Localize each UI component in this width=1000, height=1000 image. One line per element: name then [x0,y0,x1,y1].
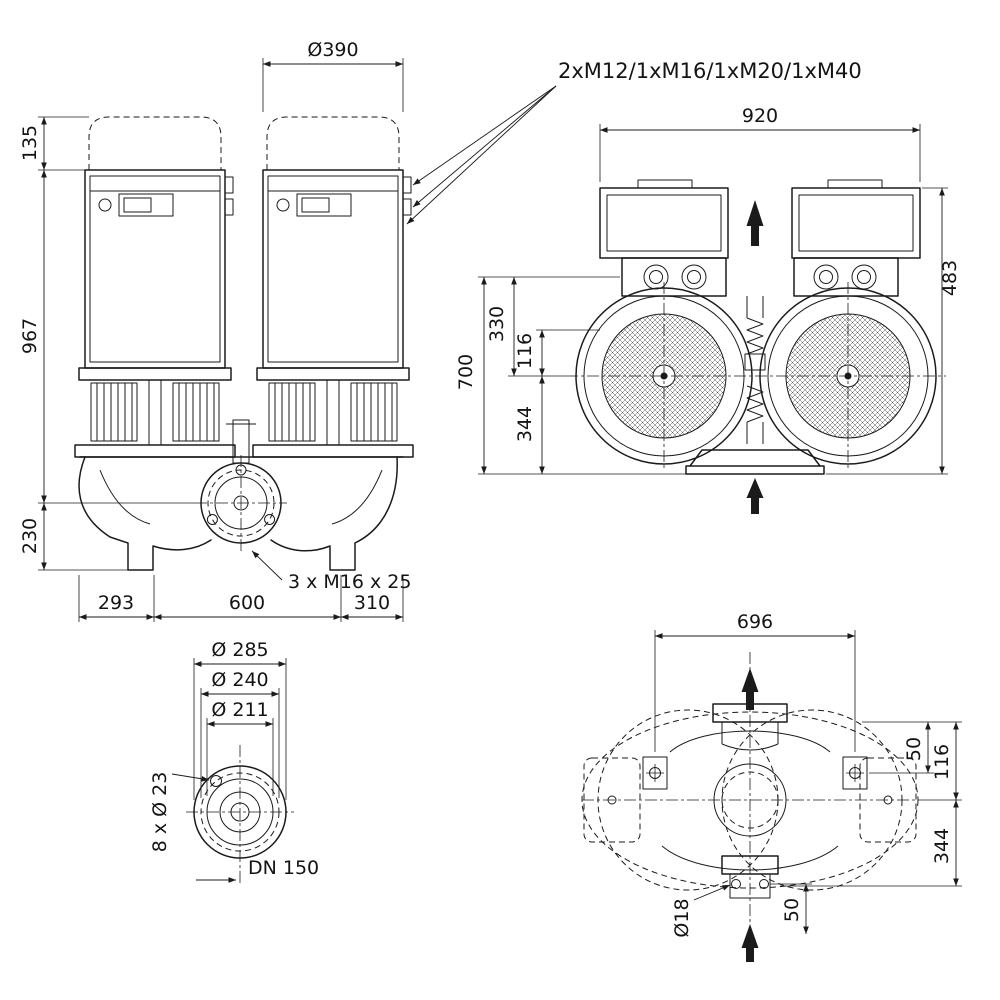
dim-label-240: Ø 240 [211,669,268,691]
callout-flange-bolts: 3 x M16 x 25 [251,550,411,593]
center-valve-column [744,296,766,444]
motor-left [74,116,236,458]
dim-label-116-plan: 116 [931,744,953,780]
flow-arrow-plan-top [741,668,759,710]
dim-label-700: 700 [455,354,477,390]
label-dn150: DN 150 [248,857,319,879]
dim-label-483: 483 [939,260,961,296]
front-view: Ø390 135 967 230 293 600 310 [19,39,862,622]
flange-detail-view: Ø 285 Ø 240 Ø 211 8 x Ø 23 DN 150 [149,639,319,884]
side-view: 920 483 700 330 116 344 [455,105,961,514]
dim-label-O18: Ø18 [671,898,693,937]
terminal-box-right [791,179,921,297]
dim-label-390: Ø390 [307,39,358,61]
dim-plan-bottom: Ø18 50 [671,883,812,938]
dim-plan-width: 696 [654,611,856,752]
dim-label-344-side: 344 [514,406,536,442]
motor-right [252,116,414,458]
dim-label-285: Ø 285 [211,639,268,661]
dim-side-483: 483 [826,187,961,475]
label-8xO23: 8 x Ø 23 [149,772,171,853]
flow-arrow-bottom [746,478,764,514]
dim-label-696: 696 [737,611,773,633]
dim-label-330: 330 [486,306,508,342]
dim-label-293: 293 [98,592,134,614]
dim-label-135: 135 [19,125,41,161]
label-cable-glands: 2xM12/1xM16/1xM20/1xM40 [558,59,862,83]
dim-label-211: Ø 211 [211,699,268,721]
dim-label-230: 230 [19,518,41,554]
pump-housing-front [78,419,404,571]
callout-bolt-holes: 8 x Ø 23 [149,772,210,853]
flow-arrow-top [746,200,764,246]
callout-cable-glands: 2xM12/1xM16/1xM20/1xM40 [406,59,862,225]
dim-motor-diameter: Ø390 [262,39,404,112]
dim-plan-right-stack: 50 116 344 [780,721,962,887]
dim-label-50-top: 50 [903,737,925,761]
dim-label-310: 310 [354,592,390,614]
dim-label-116-side: 116 [514,333,536,369]
dim-label-344-plan: 344 [931,828,953,864]
plan-view: 696 50 116 344 Ø18 50 [581,611,962,962]
flange-circles [186,745,294,884]
dim-flange-diameters: Ø 285 Ø 240 Ø 211 [193,639,287,800]
callout-dn150: DN 150 [196,857,319,883]
label-3xM16x25: 3 x M16 x 25 [288,571,411,593]
dim-label-967: 967 [19,318,41,354]
dim-label-920: 920 [742,105,778,127]
dim-side-left-stack: 700 330 116 344 [455,276,686,475]
dim-label-50-bottom: 50 [781,898,803,922]
dim-front-widths: 293 600 310 [78,575,404,622]
flow-arrow-plan-bottom [741,924,759,962]
plan-body [642,703,868,899]
dim-side-width: 920 [599,105,921,182]
dim-front-heights: 135 967 230 [19,116,195,571]
dim-label-600: 600 [229,592,265,614]
pump-base-side [685,449,825,475]
terminal-box-left [599,179,729,297]
